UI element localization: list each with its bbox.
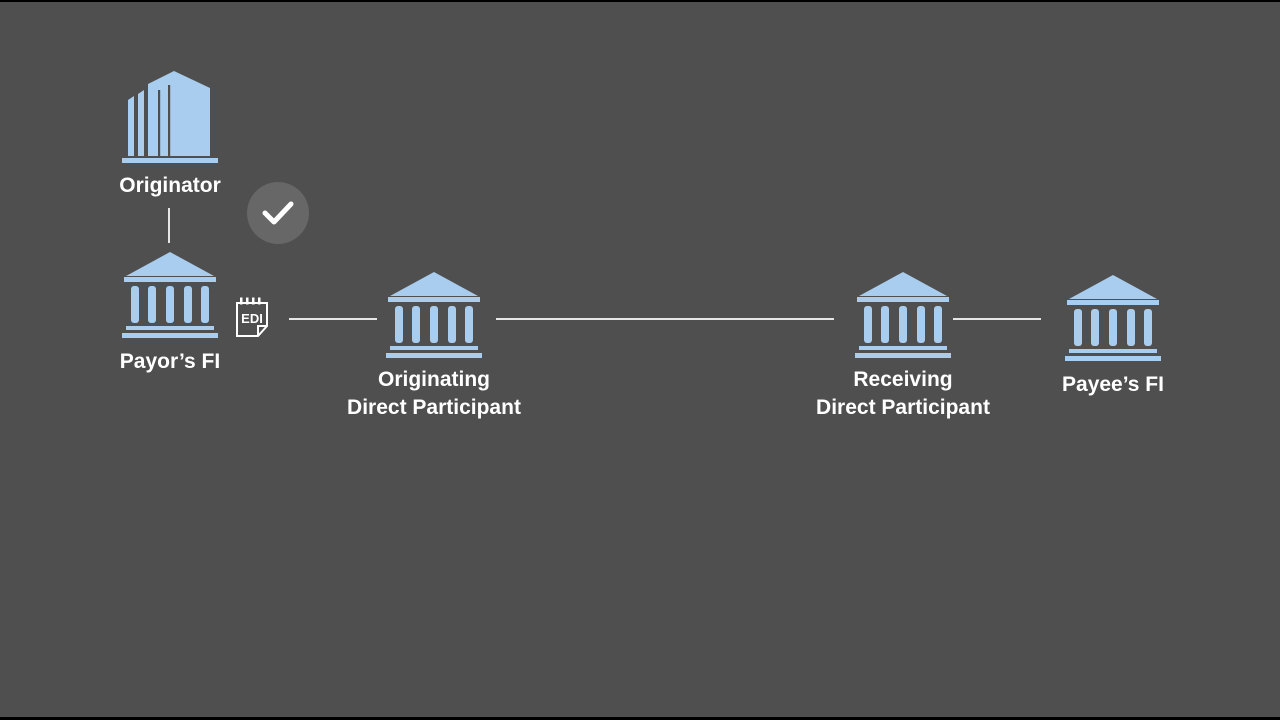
originator-label: Originator [119, 174, 221, 197]
checkmark-icon [262, 201, 294, 225]
connector-receiving-payee [953, 318, 1041, 320]
receiving-dp-label: Receiving Direct Participant [783, 366, 1023, 422]
bank-icon-originating-dp [386, 272, 482, 358]
approval-badge [247, 182, 309, 244]
payees-fi-label: Payee’s FI [1062, 373, 1164, 396]
bank-icon-payees-fi [1065, 275, 1161, 361]
edi-document-icon: EDI [236, 297, 268, 337]
originating-dp-label-line2: Direct Participant [347, 396, 521, 419]
connector-originator-payor [168, 208, 170, 243]
receiving-dp-label-line2: Direct Participant [816, 396, 990, 419]
originating-dp-label-line1: Originating [378, 368, 490, 391]
originating-dp-label: Originating Direct Participant [314, 366, 554, 422]
edi-text: EDI [241, 311, 263, 326]
bank-icon-receiving-dp [855, 272, 951, 358]
bank-icon-payors-fi [122, 252, 218, 338]
connector-payor-originating [289, 318, 377, 320]
connector-originating-receiving [496, 318, 834, 320]
office-building-icon [122, 71, 218, 163]
receiving-dp-label-line1: Receiving [853, 368, 953, 391]
payors-fi-label: Payor’s FI [119, 350, 221, 373]
